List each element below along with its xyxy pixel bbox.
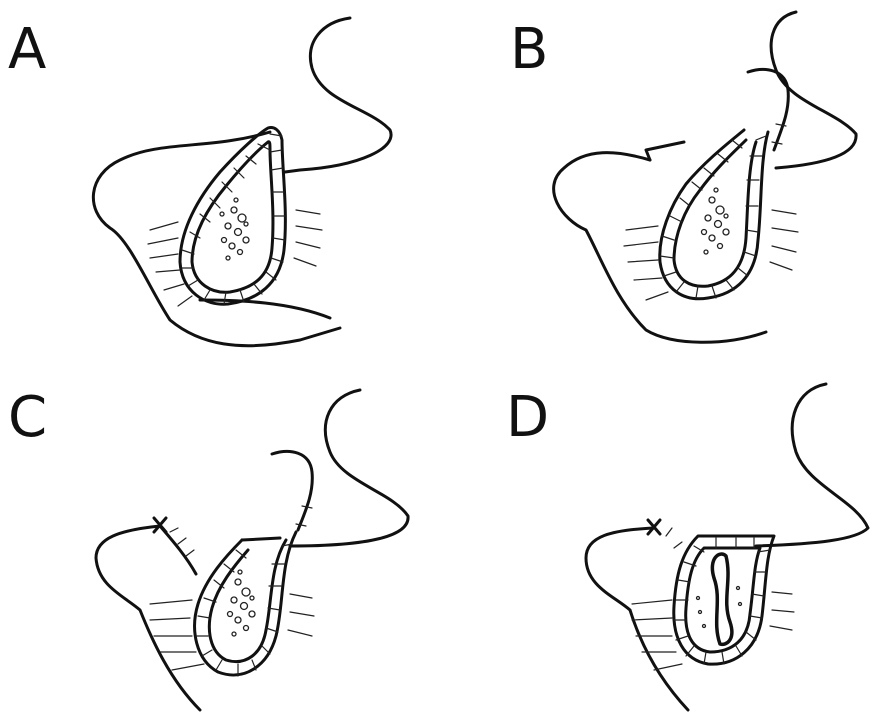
panel-c-drawing xyxy=(0,360,436,719)
striation-lines xyxy=(150,594,314,670)
outer-tissue-outline xyxy=(756,384,868,546)
outer-tissue-outline xyxy=(290,390,408,546)
lining-hatching xyxy=(660,124,786,298)
panel-a-drawing xyxy=(0,0,436,359)
panel-b: B xyxy=(436,0,872,359)
lining-inner xyxy=(674,140,756,286)
cyst-contents xyxy=(220,198,249,260)
soft-tissue-contour xyxy=(93,132,340,346)
incision-edge xyxy=(646,142,684,160)
panel-d: D xyxy=(436,360,872,719)
lining-inner xyxy=(686,548,760,652)
mucosal-flap xyxy=(272,451,312,530)
cyst-contents xyxy=(702,188,730,254)
panel-c: C xyxy=(0,360,436,719)
lining-hatching xyxy=(170,506,312,676)
outer-tissue-outline xyxy=(771,12,856,168)
cyst-contents xyxy=(228,570,256,636)
striation-lines xyxy=(632,592,794,670)
panel-b-drawing xyxy=(436,0,872,359)
cyst-roof xyxy=(242,538,280,540)
panel-d-drawing xyxy=(436,360,872,719)
packing-drain xyxy=(712,554,731,644)
outer-tissue-outline xyxy=(285,18,391,172)
cyst-contents xyxy=(697,587,742,628)
panel-a: A xyxy=(0,0,436,359)
